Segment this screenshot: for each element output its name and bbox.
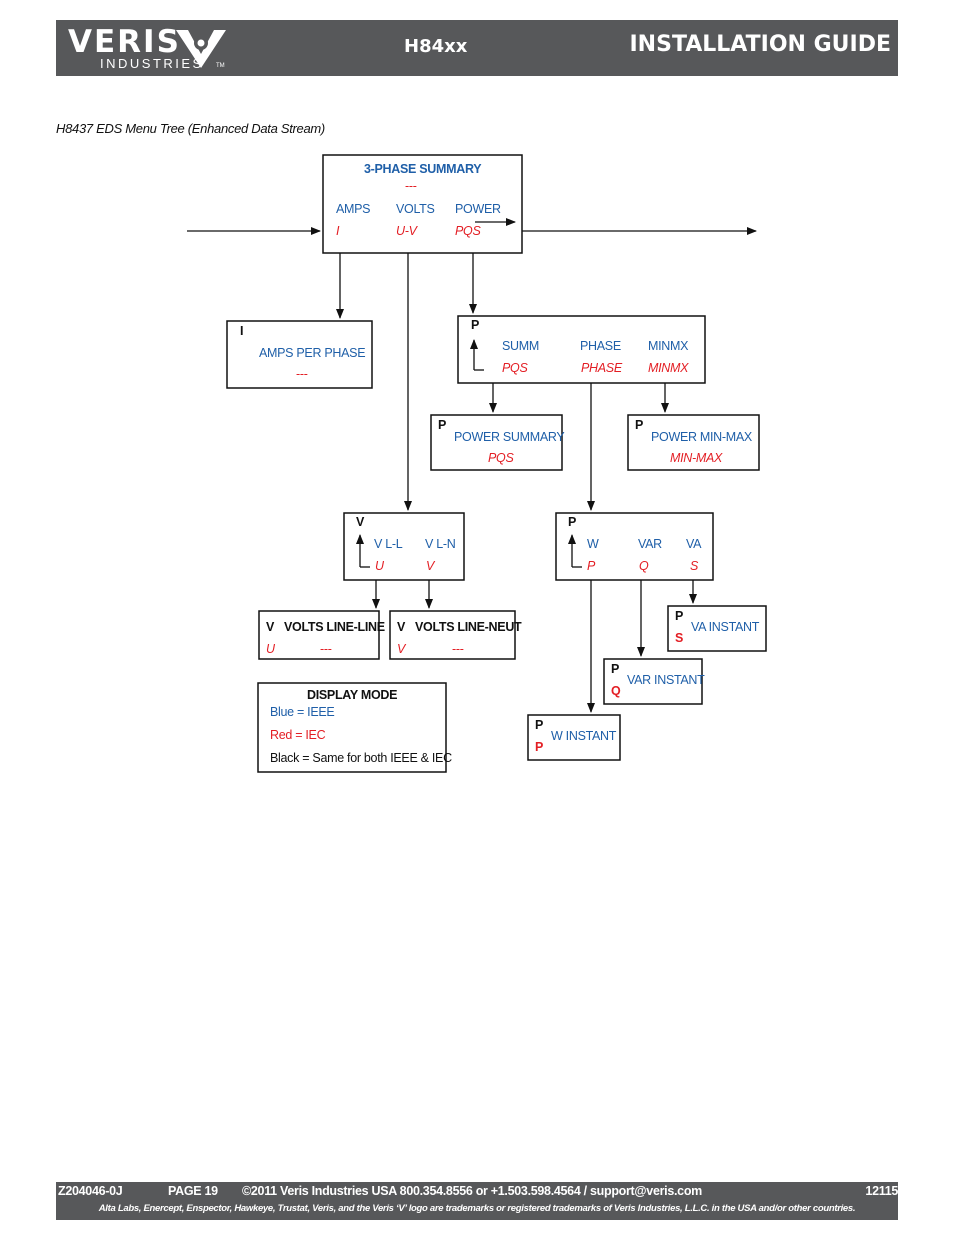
volts-ln-iec-tag: V <box>397 642 406 656</box>
power-minmax-iec: MIN-MAX <box>670 451 723 465</box>
page-footer: Z204046-0J PAGE 19 ©2011 Veris Industrie… <box>56 1182 898 1220</box>
va-instant-iec-tag: S <box>675 631 684 645</box>
trademark-notice: Alta Labs, Enercept, Enspector, Hawkeye,… <box>98 1203 856 1214</box>
vll-iec: U <box>375 559 384 573</box>
va-iec: S <box>690 559 699 573</box>
document-title: INSTALLATION GUIDE <box>629 32 892 57</box>
legend-red: Red = IEC <box>270 728 326 742</box>
volts-ll-iec-tag: U <box>266 642 275 656</box>
volts-ln-tag: V <box>397 620 406 634</box>
power-iec: PQS <box>455 224 481 238</box>
volts-label: VOLTS <box>396 202 435 216</box>
brand-name: VERIS <box>68 24 181 60</box>
w-instant-box <box>527 714 621 761</box>
w-instant-label: W INSTANT <box>551 729 617 743</box>
trademark-mark: TM <box>216 63 225 69</box>
volts-menu-tag: V <box>356 515 365 529</box>
amps-label: AMPS <box>336 202 371 216</box>
power-phase-label: PHASE <box>580 339 621 353</box>
amps-per-phase-tag: I <box>240 324 244 338</box>
volts-ln-label: VOLTS LINE-NEUT <box>415 620 522 634</box>
power-summary-tag: P <box>438 418 447 432</box>
phase-menu-box <box>555 512 714 581</box>
power-minmax-tag: P <box>635 418 644 432</box>
veris-v-logo-icon <box>176 30 226 68</box>
power-menu-tag: P <box>471 318 480 332</box>
var-instant-iec-tag: Q <box>611 684 621 698</box>
power-minmx-label: MINMX <box>648 339 689 353</box>
vln-label: V L-N <box>425 537 456 551</box>
revision-code: 12115 <box>865 1184 898 1198</box>
page-number: PAGE 19 <box>168 1184 218 1198</box>
diagram-caption: H8437 EDS Menu Tree (Enhanced Data Strea… <box>56 121 325 136</box>
power-summ-iec: PQS <box>502 361 528 375</box>
contact-info: ©2011 Veris Industries USA 800.354.8556 … <box>242 1184 702 1198</box>
w-instant-iec-tag: P <box>535 740 544 754</box>
brand-subtitle: INDUSTRIES <box>100 56 204 71</box>
vln-iec: V <box>426 559 435 573</box>
legend-black: Black = Same for both IEEE & IEC <box>270 751 452 765</box>
amps-per-phase-iec: --- <box>296 367 308 381</box>
va-instant-box <box>667 605 767 652</box>
power-minmax-box <box>627 414 760 471</box>
power-summ-label: SUMM <box>502 339 539 353</box>
var-instant-tag: P <box>611 662 620 676</box>
volts-ll-box <box>258 610 380 660</box>
w-iec: P <box>587 559 596 573</box>
power-summary-iec: PQS <box>488 451 514 465</box>
doc-number: Z204046-0J <box>58 1184 123 1198</box>
va-instant-tag: P <box>675 609 684 623</box>
power-menu-box <box>457 315 706 384</box>
volts-menu-box <box>343 512 465 581</box>
volts-ll-iec: --- <box>320 642 332 656</box>
volts-ln-box <box>389 610 516 660</box>
w-instant-tag: P <box>535 718 544 732</box>
power-summary-label: POWER SUMMARY <box>454 430 565 444</box>
va-instant-label: VA INSTANT <box>691 620 760 634</box>
legend-box <box>257 682 447 773</box>
page-header: VERIS INDUSTRIES TM H84xx INSTALLATION G… <box>56 20 898 76</box>
volts-iec: U-V <box>396 224 417 238</box>
power-label: POWER <box>455 202 501 216</box>
var-instant-box <box>603 658 703 705</box>
model-number: H84xx <box>404 36 468 57</box>
var-label: VAR <box>638 537 662 551</box>
legend-title: DISPLAY MODE <box>307 688 398 702</box>
phase-menu-tag: P <box>568 515 577 529</box>
legend-blue: Blue = IEEE <box>270 705 335 719</box>
amps-iec: I <box>336 224 340 238</box>
power-minmax-label: POWER MIN-MAX <box>651 430 752 444</box>
amps-per-phase-box <box>226 320 373 389</box>
va-label: VA <box>686 537 702 551</box>
summary-title-iec: --- <box>405 179 417 193</box>
var-iec: Q <box>639 559 649 573</box>
amps-per-phase-label: AMPS PER PHASE <box>259 346 366 360</box>
w-label: W <box>587 537 599 551</box>
volts-ln-iec: --- <box>452 642 464 656</box>
summary-box <box>322 154 523 254</box>
summary-title: 3-PHASE SUMMARY <box>364 162 482 176</box>
volts-ll-label: VOLTS LINE-LINE <box>284 620 385 634</box>
vll-label: V L-L <box>374 537 403 551</box>
power-summary-box <box>430 414 563 471</box>
var-instant-label: VAR INSTANT <box>627 673 705 687</box>
volts-ll-tag: V <box>266 620 275 634</box>
power-minmx-iec: MINMX <box>648 361 689 375</box>
power-phase-iec: PHASE <box>581 361 622 375</box>
